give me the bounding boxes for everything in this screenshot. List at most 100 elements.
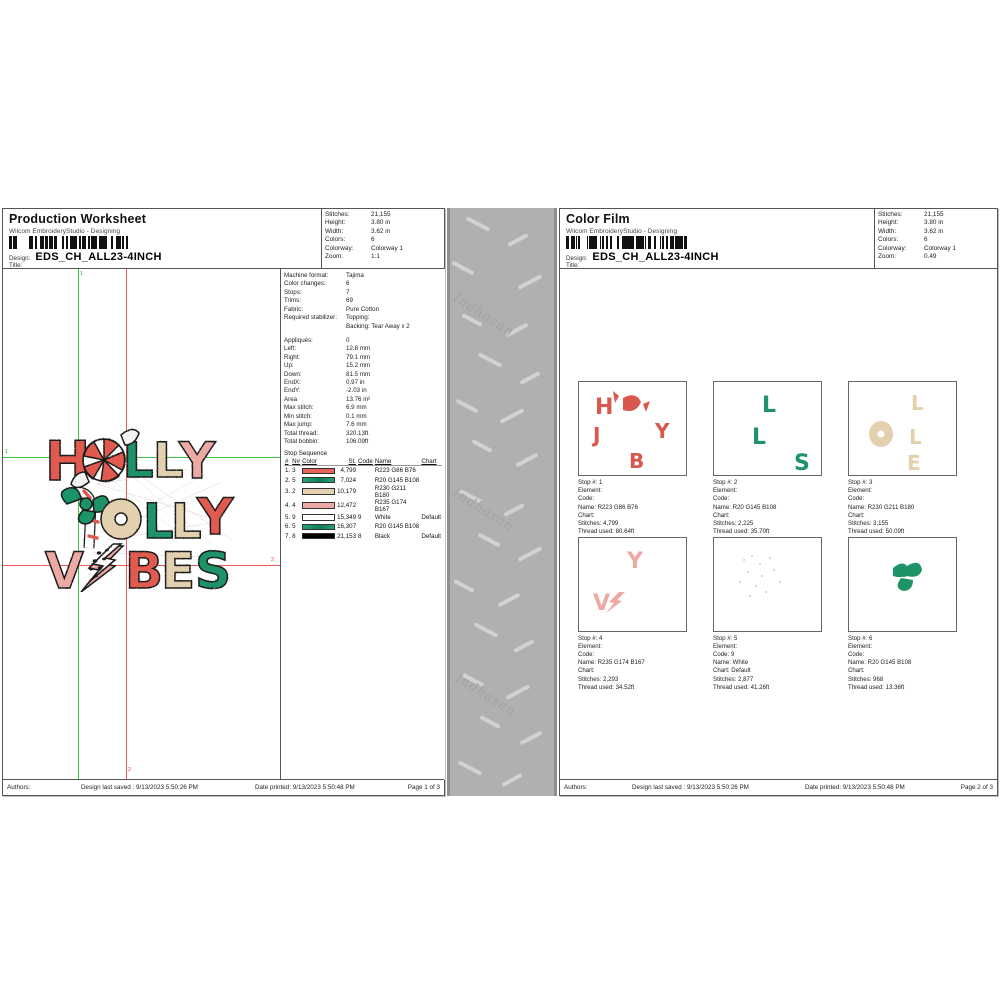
barcode-bar xyxy=(667,236,670,249)
svg-text:L: L xyxy=(143,494,174,550)
column-header[interactable]: Color xyxy=(301,458,337,467)
barcode-bar xyxy=(609,236,612,249)
color-swatch-cell[interactable] xyxy=(301,485,336,499)
barcode-bar xyxy=(607,236,610,249)
color-name: Name: R230 G211 B180 xyxy=(848,503,915,511)
design-preview-canvas[interactable]: 1 1 2 2 xyxy=(3,269,281,780)
svg-text:L: L xyxy=(171,494,202,550)
summary-key: Zoom: xyxy=(878,253,897,261)
thread-name: R223 G86 B76 xyxy=(374,467,416,475)
column-header[interactable]: Name xyxy=(373,458,421,467)
stitch-count: Stitches: 4,799 xyxy=(578,520,619,528)
embroidery-artwork: H L L Y xyxy=(44,428,235,592)
barcode-bar xyxy=(91,236,93,249)
spec-row: Max jump:7.6 mm xyxy=(284,421,445,429)
stitch-count: 10,179 xyxy=(337,488,357,496)
thread-chart: Default xyxy=(421,532,441,540)
barcode-bar xyxy=(86,236,88,249)
color-separation-thumbnail[interactable] xyxy=(848,536,957,632)
app-subtitle: Wilcom EmbroideryStudio - Designing xyxy=(566,228,678,235)
stop-sequence-title: Stop Sequence xyxy=(284,450,328,458)
barcode-bar xyxy=(53,236,57,249)
thread-chart xyxy=(420,466,442,475)
element-label: Element: xyxy=(713,642,738,650)
barcode-bar xyxy=(39,236,42,249)
column-header[interactable]: Chart xyxy=(420,458,442,467)
summary-row: Zoom:0.49 xyxy=(875,253,997,261)
stitch-count: Stitches: 2,225 xyxy=(713,520,754,528)
barcode-bar xyxy=(586,236,588,249)
barcode-bar xyxy=(100,236,104,249)
barcode-bar xyxy=(59,236,62,249)
spec-value: 12.8 mm xyxy=(346,345,371,353)
summary-row: Colorway:Colorway 1 xyxy=(875,245,997,253)
spec-value: 69 xyxy=(346,297,353,305)
summary-key: Height: xyxy=(325,219,346,227)
production-worksheet-page[interactable]: Production Worksheet Wilcom EmbroiderySt… xyxy=(2,208,445,796)
watermark-text: Indhasan xyxy=(450,290,517,341)
barcode-bar xyxy=(675,236,678,249)
barcode-bar xyxy=(592,236,595,249)
stitch-count: Stitches: 2,877 xyxy=(713,675,754,683)
color-name: Name: R235 G174 B167 xyxy=(578,659,645,667)
barcode-bar xyxy=(112,236,116,249)
barcode-bar xyxy=(11,236,13,249)
svg-text:E: E xyxy=(907,451,921,475)
spec-value: 7 xyxy=(346,288,350,296)
color-swatch-cell[interactable] xyxy=(301,466,336,475)
color-swatch-cell[interactable] xyxy=(301,513,336,522)
summary-value: 3.62 in xyxy=(924,227,944,235)
watermark-dash xyxy=(453,579,475,593)
column-header[interactable]: N# xyxy=(291,458,302,467)
barcode-bar xyxy=(639,236,641,249)
column-header[interactable]: Code xyxy=(357,458,374,467)
summary-value: 6 xyxy=(371,236,375,244)
barcode-bar xyxy=(61,236,64,249)
color-name: Name: R20 G145 B108 xyxy=(848,659,912,667)
color-swatch-cell[interactable] xyxy=(301,499,336,513)
color-swatch-cell[interactable] xyxy=(301,522,336,531)
barcode-bar xyxy=(120,236,122,249)
needle-number: 2 xyxy=(292,488,296,496)
column-header[interactable]: # xyxy=(284,458,292,467)
spec-key: Total thread: xyxy=(284,429,319,437)
spec-row: Down:81.5 mm xyxy=(284,371,445,379)
barcode-bar xyxy=(128,236,130,249)
summary-value: 3.80 in xyxy=(371,219,391,227)
color-swatch-cell[interactable] xyxy=(301,532,336,541)
barcode-bar xyxy=(581,236,584,249)
code-label: Code: 9 xyxy=(713,650,735,658)
spec-value: 6.9 mm xyxy=(346,404,367,412)
barcode-bar xyxy=(14,236,17,249)
barcode-bar xyxy=(648,236,650,249)
color-separation-thumbnail[interactable] xyxy=(713,536,822,632)
color-film-page[interactable]: Color Film Wilcom EmbroideryStudio - Des… xyxy=(559,208,998,796)
barcode-bar xyxy=(611,236,615,249)
barcode-bar xyxy=(26,236,29,249)
spec-key: Stops: xyxy=(284,288,302,296)
barcode-bar xyxy=(105,236,107,249)
watermark-dash xyxy=(457,760,483,776)
column-header[interactable]: St. xyxy=(336,458,358,467)
summary-value: Colorway 1 xyxy=(371,244,403,252)
color-swatch-cell[interactable] xyxy=(301,475,336,484)
